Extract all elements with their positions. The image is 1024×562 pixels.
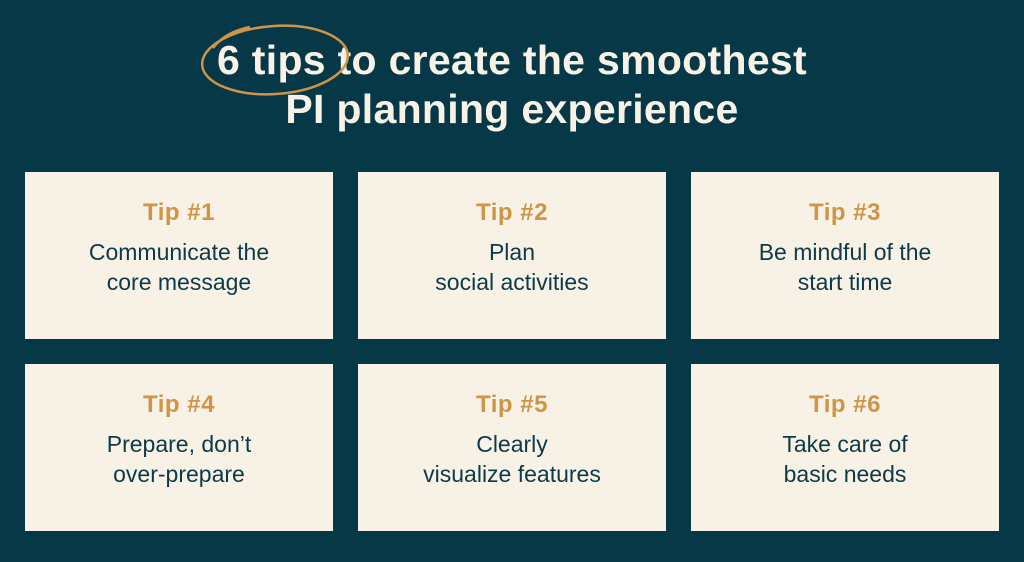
tip-text: Prepare, don’t over-prepare [106,431,252,487]
tip-label: Tip #5 [476,391,548,418]
tip-label: Tip #6 [809,391,881,418]
title-rest-text: to create the smoothest [325,37,807,83]
tip-card-2: Tip #2 Plan social activities [358,172,666,339]
circled-highlight: 6 tips [200,24,350,96]
tip-card-5: Tip #5 Clearly visualize features [358,364,666,531]
tip-text: Communicate the core message [88,239,270,295]
tip-text: Clearly visualize features [423,431,601,487]
tip-text: Take care of basic needs [782,431,908,487]
title-highlight-text: 6 tips [217,37,326,83]
title-line-2: PI planning experience [285,86,739,132]
tip-card-1: Tip #1 Communicate the core message [25,172,333,339]
tip-label: Tip #2 [476,199,548,226]
tip-label: Tip #1 [143,199,215,226]
tip-card-6: Tip #6 Take care of basic needs [691,364,999,531]
tip-label: Tip #4 [143,391,215,418]
title-line-1: 6 tips to create the smoothest [0,24,1024,96]
tip-card-3: Tip #3 Be mindful of the start time [691,172,999,339]
tip-label: Tip #3 [809,199,881,226]
tip-card-4: Tip #4 Prepare, don’t over-prepare [25,364,333,531]
tip-text: Be mindful of the start time [758,239,932,295]
page-title: 6 tips to create the smoothest PI planni… [0,24,1024,134]
tip-text: Plan social activities [435,239,589,295]
